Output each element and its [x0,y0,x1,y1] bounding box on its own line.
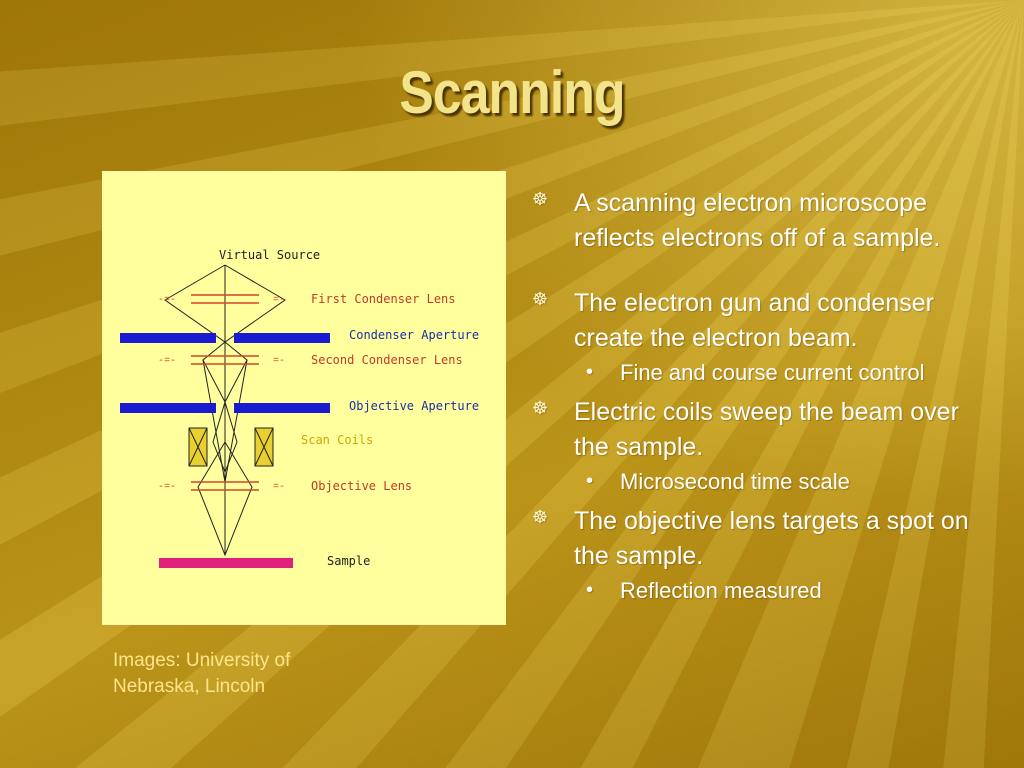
bullet-dot-icon: • [586,361,594,383]
image-credit: Images: University of Nebraska, Lincoln [113,650,291,697]
bullet-dot-icon: • [586,470,594,492]
label-virtual-source: Virtual Source [219,248,320,262]
svg-text:-=-: -=- [158,356,176,367]
sub-bullet-item: • Microsecond time scale [530,467,970,496]
objective-aperture [120,403,330,413]
bullet-text: The electron gun and condenser create th… [574,289,934,352]
ship-wheel-icon: ☸ [532,398,549,418]
sub-bullet-item: • Fine and course current control [530,358,970,387]
ship-wheel-icon: ☸ [532,289,549,309]
bullet-item: ☸ The objective lens targets a spot on t… [530,504,970,574]
bullet-text: Electric coils sweep the beam over the s… [574,398,959,461]
sample-bar [159,558,293,568]
scan-coils [188,427,274,467]
label-first-condenser-lens: First Condenser Lens [311,292,456,306]
condenser-aperture [120,333,330,343]
label-objective-lens: Objective Lens [311,479,412,493]
label-second-condenser-lens: Second Condenser Lens [311,353,463,367]
sem-diagram: -=- =- -=- =- [102,171,506,625]
label-scan-coils: Scan Coils [301,433,373,447]
sub-bullet-text: Reflection measured [620,578,822,603]
svg-text:=-: =- [273,482,285,493]
second-condenser-lens: -=- =- [158,355,285,367]
bullet-text: The objective lens targets a spot on the… [574,507,969,570]
ship-wheel-icon: ☸ [532,189,549,209]
label-objective-aperture: Objective Aperture [349,399,479,413]
sub-bullet-text: Microsecond time scale [620,469,850,494]
bullet-item: ☸ The electron gun and condenser create … [530,286,970,356]
bullet-dot-icon: • [586,579,594,601]
svg-text:-=-: -=- [158,482,176,493]
label-condenser-aperture: Condenser Aperture [349,328,479,342]
sub-bullet-item: • Reflection measured [530,576,970,605]
objective-lens: -=- =- [158,481,285,493]
bullet-item: ☸ Electric coils sweep the beam over the… [530,395,970,465]
bullet-text: A scanning electron microscope reflects … [574,189,941,252]
bullet-list: ☸ A scanning electron microscope reflect… [530,186,970,605]
label-sample: Sample [327,554,370,568]
first-condenser-lens: -=- =- [158,294,285,306]
beam-rays [164,264,286,557]
ship-wheel-icon: ☸ [532,507,549,527]
svg-text:-=-: -=- [158,295,176,306]
bullet-item: ☸ A scanning electron microscope reflect… [530,186,970,256]
slide-title: Scanning [399,59,625,126]
sub-bullet-text: Fine and course current control [620,360,925,385]
svg-text:=-: =- [273,356,285,367]
svg-text:=-: =- [273,295,285,306]
sem-diagram-svg: -=- =- -=- =- [120,248,479,568]
